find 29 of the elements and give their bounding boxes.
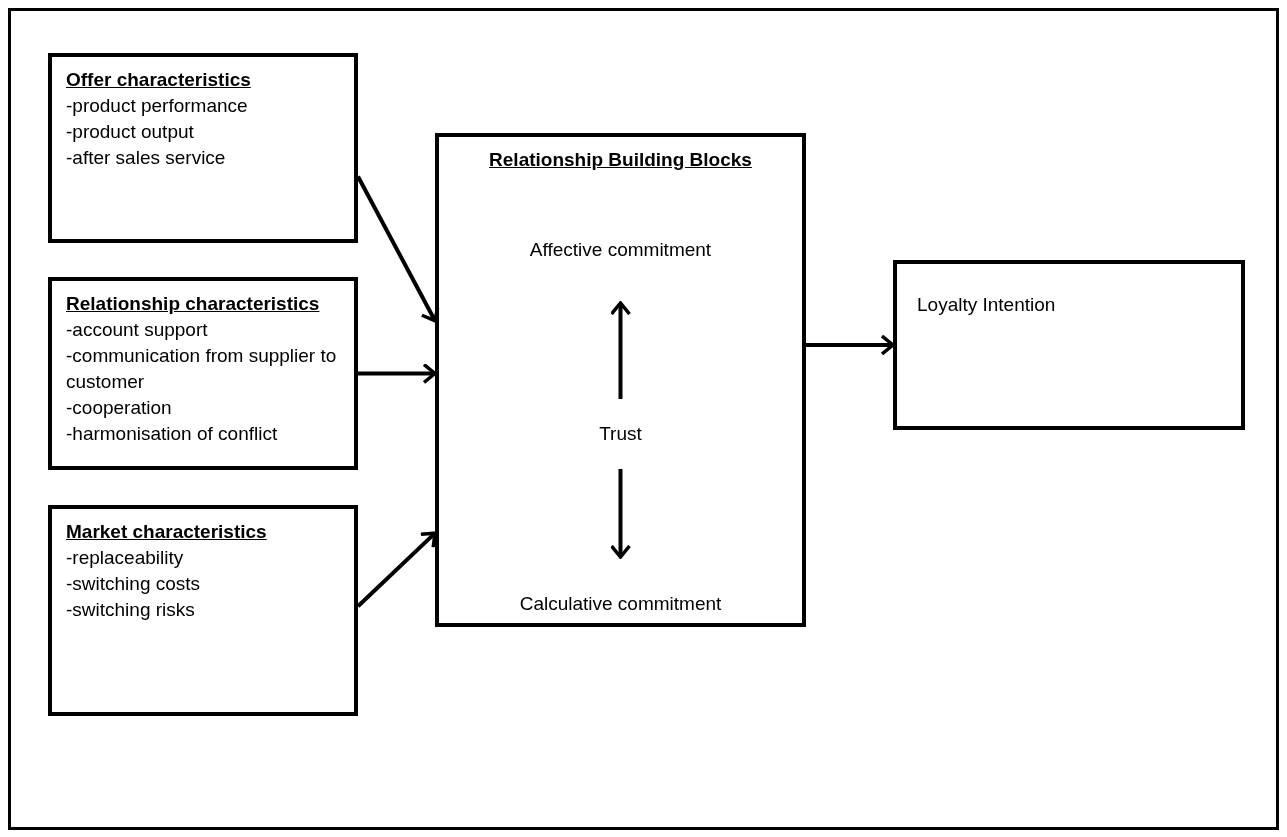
list-item: -after sales service	[66, 146, 227, 170]
construct-label: Affective commitment	[439, 237, 802, 303]
construct-label: Calculative commitment	[439, 557, 802, 617]
list-item: -replaceability	[66, 546, 185, 570]
factor-box	[48, 53, 358, 243]
factor-box	[893, 260, 1245, 430]
list-item: Loyalty Intention	[917, 293, 1057, 317]
arrow	[358, 362, 437, 385]
list-item: -switching risks	[66, 598, 196, 622]
arrow	[806, 334, 895, 356]
list-item: -cooperation	[66, 396, 173, 420]
box-heading: Relationship Building Blocks	[488, 148, 753, 172]
construct-label: Trust	[439, 399, 802, 469]
list-item: -product performance	[66, 94, 249, 118]
box-heading: Offer characteristics	[66, 68, 252, 92]
list-item: -product output	[66, 120, 195, 144]
box-heading: Relationship characteristics	[66, 292, 321, 316]
arrow	[356, 531, 437, 608]
list-item: -account support	[66, 318, 209, 342]
list-item: -communication from supplier to customer	[66, 344, 338, 394]
arrow	[609, 469, 632, 559]
factor-box	[48, 277, 358, 470]
factor-box	[435, 133, 806, 627]
list-item: -switching costs	[66, 572, 202, 596]
box-heading: Market characteristics	[66, 520, 268, 544]
factor-box	[48, 505, 358, 716]
arrow	[356, 175, 440, 323]
list-item: -harmonisation of conflict	[66, 422, 279, 446]
arrow	[609, 301, 632, 399]
